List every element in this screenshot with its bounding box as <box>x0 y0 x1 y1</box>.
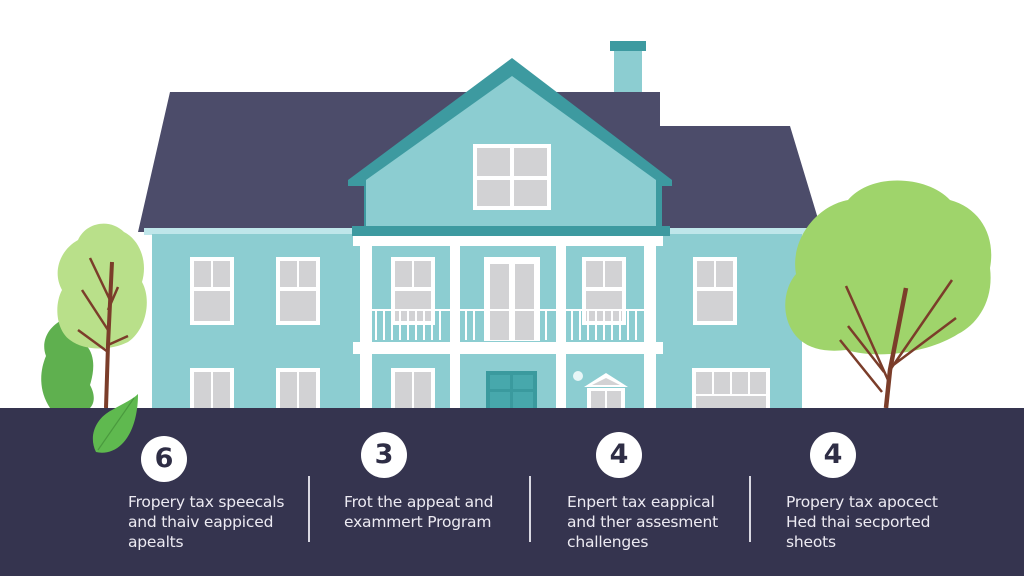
stat-number-badge: 4 <box>810 432 856 478</box>
stat-number-badge: 6 <box>141 436 187 482</box>
divider <box>308 476 310 542</box>
stat-number-badge: 4 <box>596 432 642 478</box>
tree-icon <box>57 223 147 409</box>
stat-description: Fropery tax speecals and thaiv eappiced … <box>128 493 285 551</box>
stat-description: Frot the appeat and exammert Program <box>344 493 494 531</box>
stat-description: Propery tax apocect Hed thai secported s… <box>786 493 938 551</box>
stat-number-badge: 3 <box>361 432 407 478</box>
stat-description: Enpert tax eappical and ther assesment c… <box>567 493 719 551</box>
window <box>473 144 551 210</box>
divider <box>529 476 531 542</box>
tree-icon <box>785 180 992 409</box>
divider <box>749 476 751 542</box>
leaf-icon <box>92 394 138 453</box>
